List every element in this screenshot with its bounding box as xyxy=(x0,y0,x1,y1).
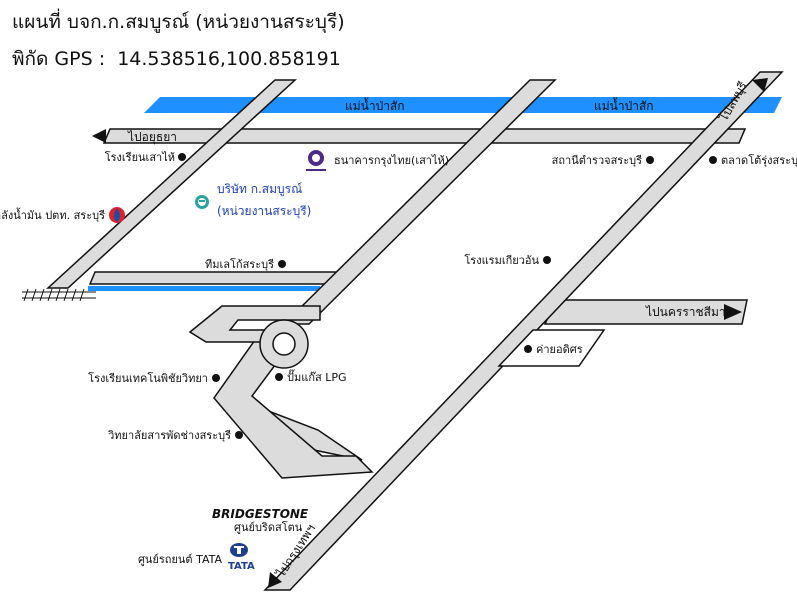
tata-logo-icon xyxy=(230,543,248,557)
roundabout-center xyxy=(272,332,296,356)
railway-hatch xyxy=(22,288,96,302)
gps-label: พิกัด GPS : xyxy=(12,48,106,70)
gps-coordinates: พิกัด GPS : 14.538516,100.858191 xyxy=(12,44,341,74)
tech-school-dot xyxy=(212,374,220,382)
bridgestone-logo: BRIDGESTONE xyxy=(212,507,309,521)
road-loop xyxy=(188,305,321,343)
road-network xyxy=(46,71,784,591)
school-sao-hai-dot xyxy=(178,153,186,161)
hotel-label: โรงแรมเกียวอัน xyxy=(464,253,539,267)
army-camp-label: ค่ายอดิศร xyxy=(536,343,583,356)
ptt-depot-label: คลังน้ำมัน ปตท. สระบุรี xyxy=(0,207,105,222)
hotel-dot xyxy=(543,256,551,264)
direction-ayutthaya: ไปอยุธยา xyxy=(127,130,177,145)
college-dot xyxy=(235,431,243,439)
ptt-icon xyxy=(109,207,125,223)
bridgestone-center-label: ศูนย์บริดสโตน xyxy=(234,520,303,534)
police-label: สถานีตำรวจสระบุรี xyxy=(552,154,642,167)
tata-logo-text: TATA xyxy=(228,561,255,572)
market-dot xyxy=(709,156,717,164)
tech-school-label: โรงเรียนเทคโนพิชัยวิทยา xyxy=(88,371,208,385)
road-right-diagonal xyxy=(263,71,784,591)
school-sao-hai-label: โรงเรียนเสาไห้ xyxy=(105,150,175,164)
company-name-line1: บริษัท ก.สมบูรณ์ xyxy=(217,182,302,197)
bank-label: ธนาคารกรุงไทย(เสาไห้) xyxy=(334,154,449,167)
arrow-down-left-icon xyxy=(268,572,282,588)
river-label-2: แม่น้ำป่าสัก xyxy=(594,97,654,113)
company-logo-icon xyxy=(195,195,209,209)
road-main-horizontal xyxy=(102,128,747,144)
company-name-line2: (หน่วยงานสระบุรี) xyxy=(217,204,311,219)
tesco-label: ทีมเลโก้สระบุรี xyxy=(205,257,274,271)
tesco-dot xyxy=(278,260,286,268)
lpg-label: ปั๊มแก๊ส LPG xyxy=(287,369,346,384)
bank-icon xyxy=(306,150,326,171)
college-label: วิทยาลัยสารพัดช่างสระบุรี xyxy=(107,429,231,442)
market-label: ตลาดโต้รุ่งสระบุรี xyxy=(721,153,797,167)
police-dot xyxy=(646,156,654,164)
road-main-diagonal xyxy=(282,79,557,325)
army-camp-block xyxy=(497,329,606,367)
river-label-1: แม่น้ำป่าสัก xyxy=(345,97,405,113)
arrow-left-icon xyxy=(92,129,106,143)
river-bottom xyxy=(88,286,320,291)
gps-value: 14.538516,100.858191 xyxy=(117,48,341,70)
army-camp-dot xyxy=(524,345,532,353)
arrow-right-icon xyxy=(724,304,742,320)
road-tesco xyxy=(88,271,340,285)
arrow-up-right-icon xyxy=(752,78,768,92)
map-title: แผนที่ บจก.ก.สมบูรณ์ (หน่วยงานสระบุรี) xyxy=(12,11,345,33)
tata-center-label: ศูนย์รถยนต์ TATA xyxy=(138,553,223,566)
lpg-dot xyxy=(275,373,283,381)
river-top xyxy=(144,97,782,113)
direction-nakhon-ratchasima: ไปนครราชสีมา xyxy=(645,305,726,319)
